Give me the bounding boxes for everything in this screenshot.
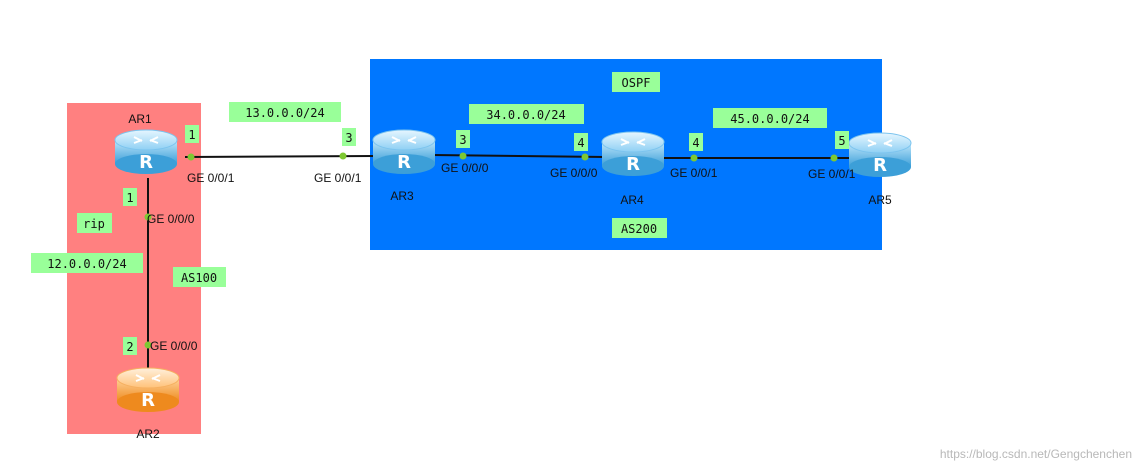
zone-tag-bg xyxy=(612,72,660,92)
interface-label: GE 0/0/1 xyxy=(808,167,856,181)
link-ar1-ar3[interactable] xyxy=(184,155,376,158)
port-dot xyxy=(581,153,589,161)
zone-tag-bg xyxy=(77,213,112,233)
interface-label: GE 0/0/0 xyxy=(147,212,195,226)
host-tag-bg xyxy=(835,131,849,149)
router-icon-ar2[interactable]: R xyxy=(116,367,180,412)
router-icon-ar3[interactable]: R xyxy=(372,129,436,174)
network-tag-45: 45.0.0.0/24 xyxy=(730,112,809,126)
host-tag-bg xyxy=(185,125,199,143)
router-icon-ar1[interactable]: R xyxy=(114,129,178,174)
svg-text:R: R xyxy=(397,152,411,173)
host-tag-bg xyxy=(123,337,137,355)
svg-text:R: R xyxy=(626,154,640,175)
router-name-ar5: AR5 xyxy=(868,193,892,207)
router-icon-ar5[interactable]: R xyxy=(848,132,912,177)
zone-tag-bg xyxy=(612,218,667,238)
port-dot xyxy=(690,154,698,162)
interface-label: GE 0/0/0 xyxy=(441,161,489,175)
host-tag: 4 xyxy=(577,136,584,150)
network-tag-bg xyxy=(31,253,143,273)
zone-tag-as200: AS200 xyxy=(621,222,657,236)
svg-text:R: R xyxy=(873,155,887,176)
interface-label: GE 0/0/1 xyxy=(670,166,718,180)
zone-tag-rip: rip xyxy=(83,217,105,231)
interface-label: GE 0/0/1 xyxy=(314,171,362,185)
interface-label: GE 0/0/0 xyxy=(550,166,598,180)
host-tag: 3 xyxy=(345,131,352,145)
watermark: https://blog.csdn.net/Gengchenchen xyxy=(940,447,1132,461)
host-tag-bg xyxy=(456,130,470,148)
port-dot xyxy=(830,154,838,162)
host-tag: 4 xyxy=(692,136,699,150)
host-tag-bg xyxy=(574,133,588,151)
router-icon-ar4[interactable]: R xyxy=(601,131,665,176)
port-dot xyxy=(339,152,347,160)
network-tag-12: 12.0.0.0/24 xyxy=(47,257,126,271)
router-name-ar4: AR4 xyxy=(620,193,644,207)
host-tag-bg xyxy=(123,188,137,206)
host-tag: 2 xyxy=(126,340,133,354)
host-tag: 1 xyxy=(188,128,195,142)
zone-tag-as100: AS100 xyxy=(181,271,217,285)
port-dot xyxy=(144,341,152,349)
network-tag-bg xyxy=(229,102,341,122)
svg-text:R: R xyxy=(139,152,153,173)
port-dot xyxy=(187,153,195,161)
router-name-ar2: AR2 xyxy=(136,427,160,441)
network-tag-bg xyxy=(469,104,584,124)
port-dot xyxy=(459,152,467,160)
network-tag-13: 13.0.0.0/24 xyxy=(245,106,324,120)
router-name-ar1: AR1 xyxy=(128,112,152,126)
port-dot xyxy=(144,213,152,221)
svg-text:R: R xyxy=(141,390,155,411)
host-tag: 3 xyxy=(459,133,466,147)
router-name-ar3: AR3 xyxy=(390,189,414,203)
host-tag-bg xyxy=(689,133,703,151)
interface-label: GE 0/0/1 xyxy=(187,171,235,185)
host-tag: 1 xyxy=(126,191,133,205)
zone-tag-bg xyxy=(173,267,226,287)
zone-tag-ospf: OSPF xyxy=(622,76,651,90)
network-tag-34: 34.0.0.0/24 xyxy=(486,108,565,122)
interface-label: GE 0/0/0 xyxy=(150,339,198,353)
host-tag: 5 xyxy=(838,134,845,148)
host-tag-bg xyxy=(342,128,356,146)
network-tag-bg xyxy=(713,108,827,128)
